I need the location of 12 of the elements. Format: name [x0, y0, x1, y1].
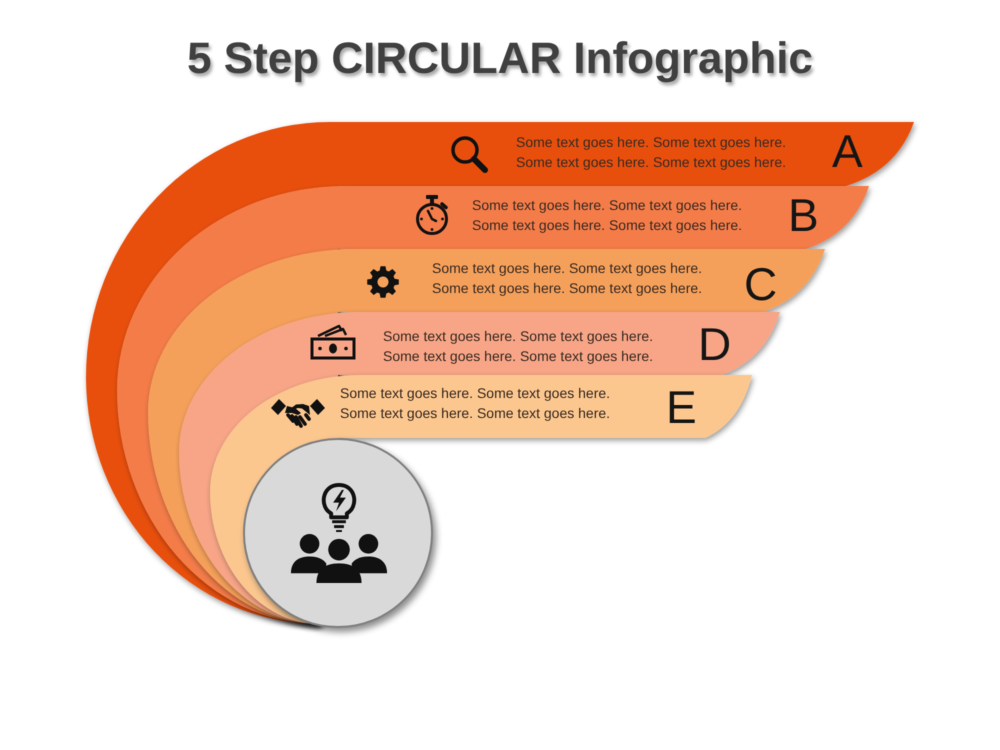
description-text: Some text goes here. Some text goes here. Some text goes here. Some text goes here. — [516, 133, 788, 172]
center-circle — [243, 438, 433, 628]
description-text: Some text goes here. Some text goes here. Some text goes here. Some text goes here. — [432, 259, 704, 298]
description-text: Some text goes here. Some text goes here. Some text goes here. Some text goes here. — [472, 196, 744, 235]
step-letter: E — [666, 389, 697, 425]
step-letter: D — [698, 326, 732, 362]
step-letter: B — [788, 197, 819, 233]
step-letter: A — [832, 133, 863, 169]
step-letter: C — [744, 266, 778, 302]
description-text: Some text goes here. Some text goes here. Some text goes here. Some text goes here. — [340, 384, 612, 423]
description-text: Some text goes here. Some text goes here. Some text goes here. Some text goes here. — [383, 327, 654, 366]
title: 5 Step CIRCULAR Infographic — [187, 33, 813, 85]
